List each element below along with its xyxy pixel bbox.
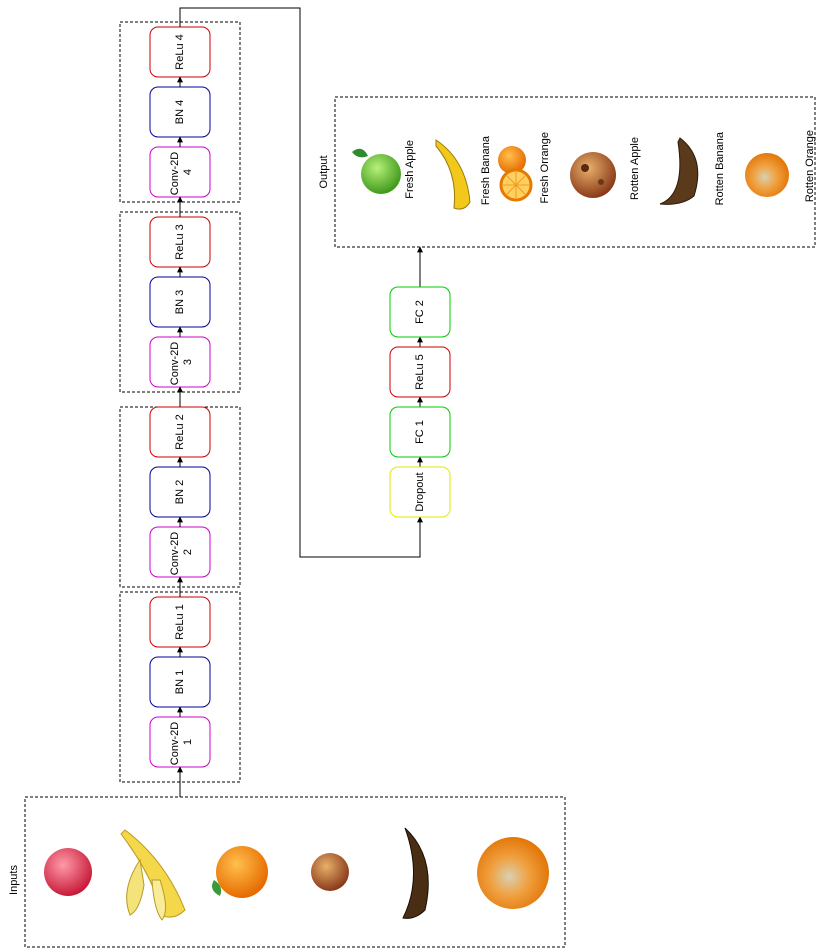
conv-1-label-line2: 1 [182, 739, 194, 745]
class-label-rotten-apple: Rotten Apple [629, 137, 641, 200]
fresh-orange-image [498, 146, 533, 202]
conv-3-label-line1: Conv-2D [169, 342, 181, 385]
conv-2-label: Conv-2D 2 [169, 529, 194, 575]
conv-4-label-line2: 4 [182, 169, 194, 175]
relu-5-node [389, 346, 451, 398]
dropout-node [389, 466, 451, 518]
output-label: Output [318, 155, 330, 188]
fc-1-node [389, 406, 451, 458]
input-rotten-banana-image [402, 827, 429, 919]
relu-4-label: ReLu 4 [174, 34, 186, 69]
bn-3-label: BN 3 [174, 290, 186, 314]
input-banana-image [120, 829, 186, 921]
bn-2-label: BN 2 [174, 480, 186, 504]
inputs-group [24, 796, 566, 948]
conv-4-label-line1: Conv-2D [169, 152, 181, 195]
input-rotten-apple-image [311, 853, 349, 891]
input-apple-image [44, 848, 92, 896]
bn-1-label: BN 1 [174, 670, 186, 694]
conv-3-label-line2: 3 [182, 359, 194, 365]
class-label-fresh-orange: Fresh Orrange [539, 132, 551, 204]
class-label-rotten-orange: Rotten Orange [804, 130, 816, 202]
class-label-fresh-banana: Fresh Banana [480, 135, 492, 205]
inputs-label: Inputs [8, 865, 20, 895]
conv-1-label: Conv-2D 1 [169, 719, 194, 765]
fc-2-label: FC 2 [414, 300, 426, 324]
dropout-label: Dropout [414, 472, 426, 511]
encoder-arrows [177, 7, 423, 797]
class-label-fresh-apple: Fresh Apple [404, 140, 416, 199]
fresh-banana-image [435, 139, 471, 210]
conv-2-label-line2: 2 [182, 549, 194, 555]
fc-2-node [389, 286, 451, 338]
conv-3-label: Conv-2D 3 [169, 339, 194, 385]
fresh-apple-image [352, 148, 401, 194]
connector-relu4-to-dropout [179, 7, 423, 558]
conv-1-label-line1: Conv-2D [169, 722, 181, 765]
fc-1-label: FC 1 [414, 420, 426, 444]
input-orange-image [212, 846, 268, 898]
relu-3-label: ReLu 3 [174, 224, 186, 259]
bn-4-label: BN 4 [174, 100, 186, 124]
conv-2-label-line1: Conv-2D [169, 532, 181, 575]
rotten-orange-image [745, 153, 789, 197]
rotten-banana-image [659, 137, 699, 205]
conv-4-label: Conv-2D 4 [169, 149, 194, 195]
rotten-apple-image [570, 152, 616, 198]
relu-2-label: ReLu 2 [174, 414, 186, 449]
output-group [334, 96, 816, 248]
class-label-rotten-banana: Rotten Banana [714, 131, 726, 205]
relu-5-label: ReLu 5 [414, 354, 426, 389]
relu-1-label: ReLu 1 [174, 604, 186, 639]
input-rotten-orange-image [477, 837, 549, 909]
